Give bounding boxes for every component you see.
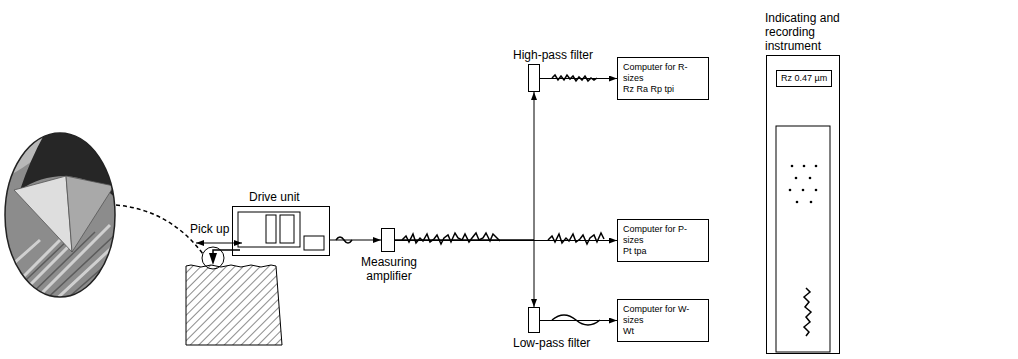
drive-mechanism: [266, 215, 276, 243]
node-label: Computer for R-sizes: [623, 62, 703, 84]
drive-unit-box: Drive unit: [232, 206, 330, 256]
filter-box: Low-pass filter: [528, 307, 540, 333]
node-label: Indicating and recording instrument: [765, 11, 855, 53]
drive-mechanism: [304, 236, 324, 250]
signal-arrow: [330, 240, 381, 241]
drive-mechanism: [280, 215, 294, 243]
sem-photo: [0, 133, 125, 305]
stylus-face: [14, 176, 72, 252]
computer-box: Computer for R-sizesRz Ra Rp tpi: [617, 57, 709, 100]
node-label: Pt tpa: [623, 246, 703, 257]
sem-frame: [5, 133, 115, 297]
node-label: Computer for W-sizes: [623, 304, 703, 326]
signal-arrow: [540, 320, 617, 321]
pickup-arm: [213, 250, 240, 253]
workpiece: [186, 265, 282, 345]
filter-box: High-pass filter: [528, 64, 540, 92]
stylus: [209, 253, 217, 265]
node-label: Rz 0.47 µm: [781, 73, 827, 84]
traverse-arrow: [196, 243, 242, 244]
node-label: Computer for P-sizes: [623, 224, 703, 246]
signal-arrow: [395, 240, 534, 307]
recorder-chart: [776, 126, 830, 352]
computer-box: Computer for W-sizesWt: [617, 299, 709, 342]
node-label: High-pass filter: [513, 48, 593, 62]
chart-dots: [789, 165, 818, 204]
part-label: Pick up: [190, 222, 229, 236]
amplifier-box: Measuring amplifier: [381, 228, 395, 252]
signal-arrow: [540, 78, 617, 79]
signal-wave: [548, 233, 604, 244]
node-label: Low-pass filter: [513, 336, 590, 350]
signal-arrow: [395, 92, 534, 240]
node-label: Wt: [623, 326, 703, 337]
instrument-housing: Indicating and recording instrumentRz 0.…: [766, 55, 840, 354]
chart-trace: [804, 288, 811, 336]
magnify-leader: [116, 205, 203, 254]
magnifier-circle: [202, 247, 224, 269]
drive-mechanism: [238, 212, 300, 247]
node-label: Measuring amplifier: [344, 255, 434, 283]
node-label: Drive unit: [249, 190, 300, 204]
signal-wave: [402, 233, 500, 244]
display-window: Rz 0.47 µm: [776, 70, 832, 87]
stylus-face: [66, 176, 114, 252]
computer-box: Computer for P-sizesPt tpa: [617, 219, 709, 262]
node-label: Rz Ra Rp tpi: [623, 84, 703, 95]
